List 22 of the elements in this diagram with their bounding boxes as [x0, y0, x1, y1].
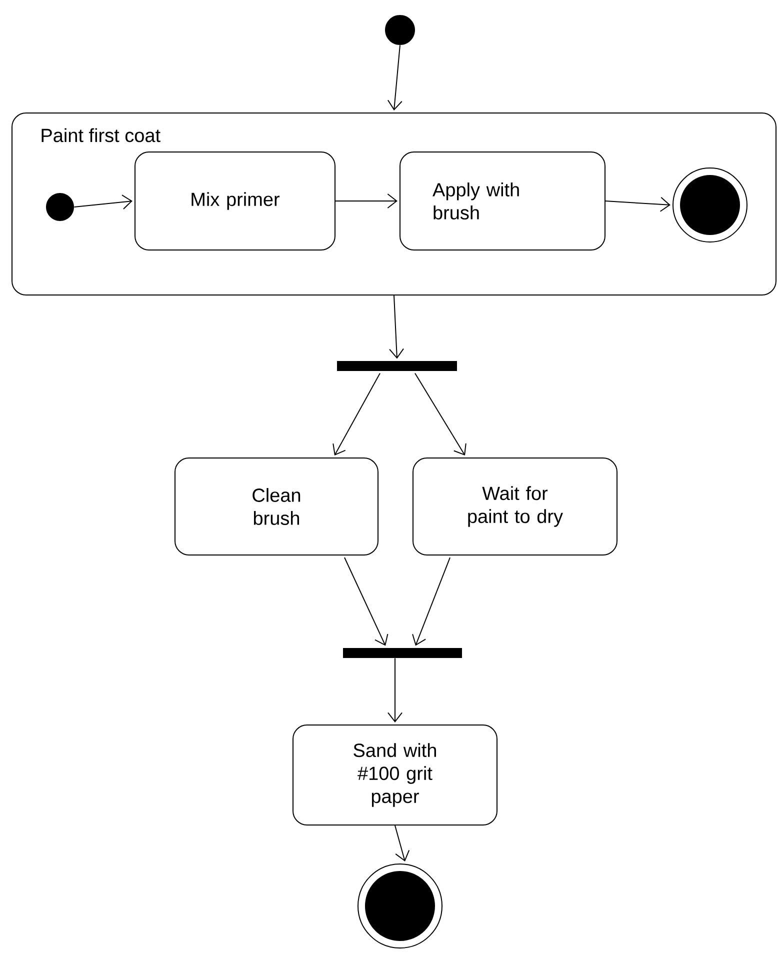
- arrow: [412, 557, 450, 646]
- arrow: [332, 372, 380, 456]
- arrow: [394, 825, 410, 862]
- sync-bar: [343, 648, 462, 658]
- final-state: [358, 864, 442, 948]
- arrow: [605, 196, 670, 212]
- sync-bar: [337, 361, 457, 371]
- activity-box: Mix primer: [134, 152, 336, 250]
- arrow: [388, 658, 402, 722]
- initial-state: [385, 15, 415, 45]
- arrow: [389, 295, 404, 359]
- final-state: [672, 168, 748, 242]
- arrow: [335, 194, 398, 208]
- arrow: [344, 557, 388, 646]
- arrow: [74, 194, 132, 210]
- activity-box: Clean brush: [174, 458, 378, 556]
- arrow: [387, 44, 402, 110]
- initial-state: [46, 193, 74, 221]
- arrow: [414, 372, 466, 456]
- activity-box: Apply with brush: [400, 152, 606, 250]
- activity-box: Wait for paint to dry: [412, 458, 618, 556]
- activity-box: Sand with #100 grit paper: [292, 724, 498, 826]
